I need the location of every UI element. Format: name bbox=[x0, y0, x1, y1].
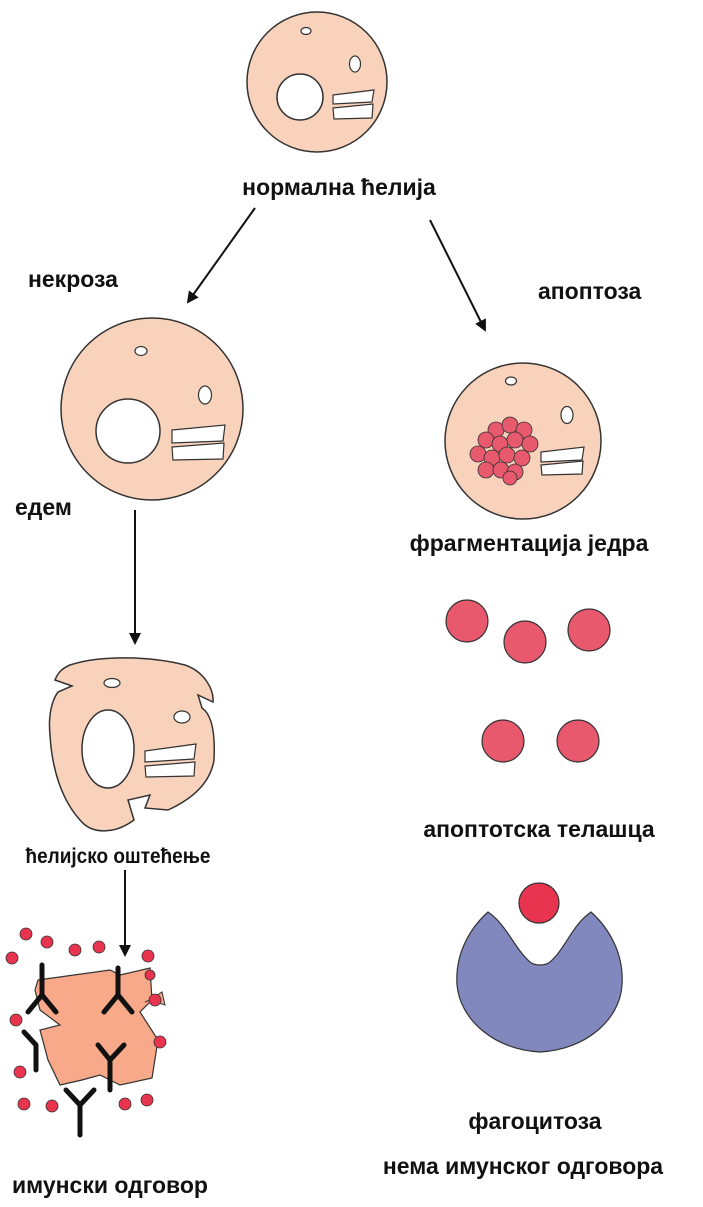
apoptotic-body bbox=[557, 720, 599, 762]
apoptotic-body bbox=[504, 621, 546, 663]
normal-cell-label: нормална ћелија bbox=[242, 174, 436, 200]
arrow-to-apoptosis bbox=[430, 220, 485, 330]
phagocyte bbox=[457, 912, 622, 1052]
no-immune-response-label: нема имунског одговора bbox=[383, 1153, 663, 1179]
normal-cell bbox=[247, 12, 387, 152]
fragmenting-cell-er bbox=[541, 447, 584, 475]
damaged-cell bbox=[49, 658, 214, 831]
swollen-cell-nucleus bbox=[96, 399, 160, 463]
apoptotic-bodies-label: апоптотска телашца bbox=[423, 816, 655, 842]
apoptotic-body bbox=[482, 720, 524, 762]
apoptotic-body bbox=[568, 609, 610, 651]
edema-label: едем bbox=[15, 494, 72, 520]
necrosis-label: некроза bbox=[28, 266, 118, 292]
swollen-cell bbox=[61, 318, 243, 500]
phagocytosis-label: фагоцитоза bbox=[468, 1108, 601, 1134]
cell-damage-label: ћелијско оштећење bbox=[26, 845, 211, 868]
immune-response-label: имунски одговор bbox=[12, 1172, 208, 1198]
normal-cell-nucleus bbox=[277, 74, 323, 120]
fragmenting-cell bbox=[445, 363, 601, 519]
nuclear-fragmentation-label: фрагментација једра bbox=[410, 530, 649, 556]
apoptotic-body bbox=[446, 600, 488, 642]
apoptotic-bodies bbox=[446, 600, 610, 762]
arrow-to-necrosis bbox=[188, 208, 255, 302]
necrotic-cell-debris bbox=[35, 968, 158, 1085]
immune-response-illustration bbox=[6, 928, 166, 1135]
engulfed-apoptotic-body bbox=[519, 883, 559, 923]
apoptosis-label: апоптоза bbox=[538, 278, 641, 304]
damaged-cell-nucleus bbox=[82, 710, 134, 788]
